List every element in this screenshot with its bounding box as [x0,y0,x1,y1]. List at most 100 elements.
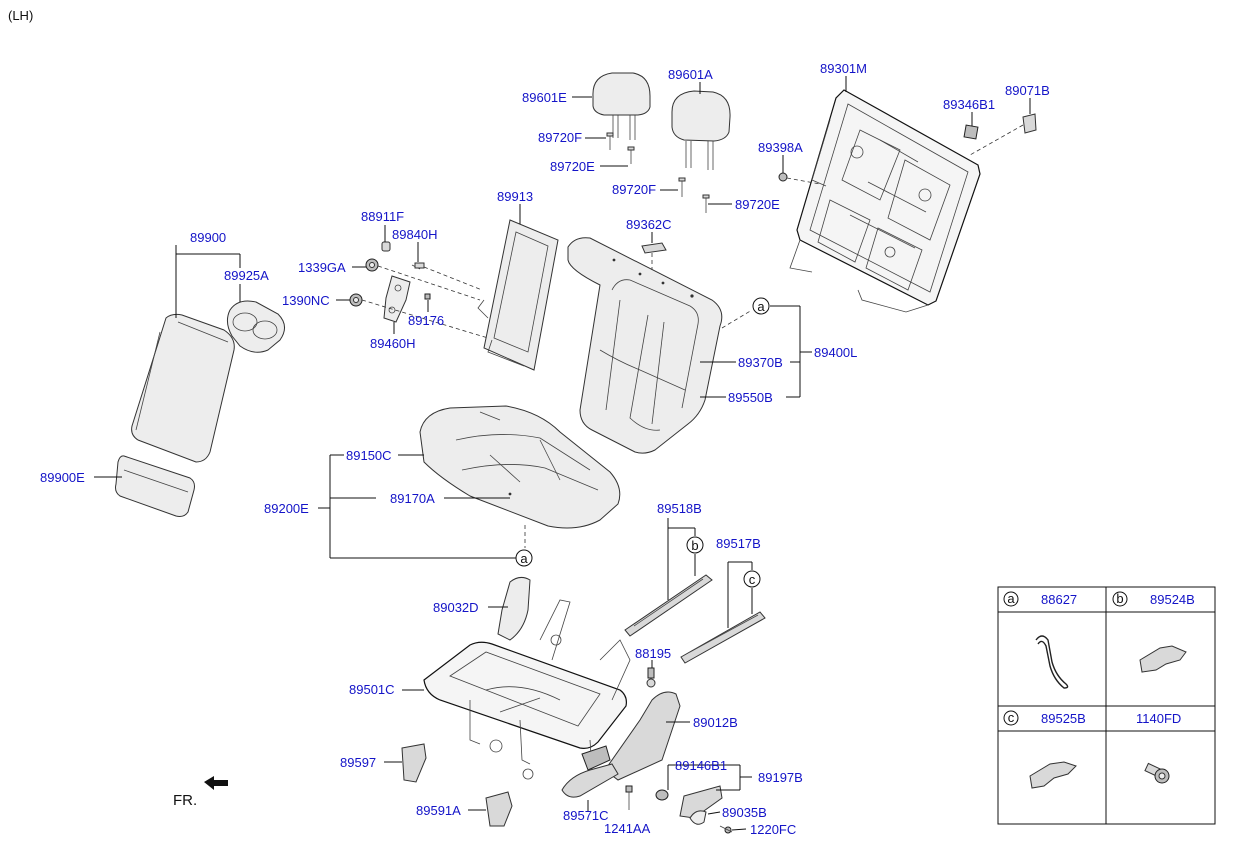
label-88911F: 88911F [361,209,404,224]
label-89460H: 89460H [370,336,416,351]
label-89370B: 89370B [738,355,783,370]
clip-b-icon [1139,645,1187,673]
svg-text:c: c [1008,710,1015,725]
seat-cushion [419,405,621,529]
svg-text:c: c [749,572,756,587]
svg-text:b: b [691,538,698,553]
label-89550B: 89550B [728,390,773,405]
label-89176: 89176 [408,313,444,328]
label-89913: 89913 [497,189,533,204]
label-89501C: 89501C [349,682,395,697]
label-89591A: 89591A [416,803,461,818]
label-89518B: 89518B [657,501,702,516]
label-89720F-a: 89720F [538,130,582,145]
rail-89517B [680,611,766,664]
label-89071B: 89071B [1005,83,1050,98]
legend-cell-b: b 89524B [1112,591,1195,673]
svg-text:a: a [757,299,765,314]
knob-89035B [689,810,707,825]
leader-lines [94,76,1031,831]
wire-clip-icon [1035,635,1069,689]
bolt-88195 [646,667,656,688]
hardware-small [349,241,431,307]
stud-dot [661,281,665,285]
label-89900: 89900 [190,230,226,245]
panel-89913 [477,219,559,371]
label-89012B: 89012B [693,715,738,730]
legend-cell-c: c 89525B [1003,710,1086,789]
stud-dot [690,294,694,298]
cover-89571C [561,745,619,798]
callout-b: b [686,536,704,554]
label-89517B: 89517B [716,536,761,551]
legend-cell-a: a 88627 [1003,591,1077,689]
label-1241AA: 1241AA [604,821,651,836]
stud-dot [638,272,642,276]
label-89032D: 89032D [433,600,479,615]
part-labels: 89601E 89601A 89301M 89071B 89346B1 8939… [40,61,1050,837]
svg-text:89525B: 89525B [1041,711,1086,726]
cap-89146B1 [655,789,669,801]
label-89571C: 89571C [563,808,609,823]
pad-89362C [641,242,667,254]
svg-text:b: b [1116,591,1123,606]
label-89301M: 89301M [820,61,867,76]
cupholder-89925A [226,300,285,353]
seat-back-cover [567,237,723,454]
label-1220FC: 1220FC [750,822,796,837]
clip-89346B1 [963,124,979,140]
screw-1220FC [719,825,733,834]
headrest-right [671,90,731,170]
label-89597: 89597 [340,755,376,770]
label-89601E: 89601E [522,90,567,105]
label-89720E-a: 89720E [550,159,595,174]
legend-table: a 88627 b 89524B c 89525B 1140FD [997,586,1216,825]
handle-89597 [401,743,427,783]
handle-89591A [485,791,513,827]
svg-text:a: a [520,551,528,566]
cover-89197B [679,785,723,819]
label-89601A: 89601A [668,67,713,82]
front-direction-arrow [204,776,228,790]
label-89900E: 89900E [40,470,85,485]
label-89150C: 89150C [346,448,392,463]
screw-1241AA [625,785,633,810]
label-1339GA: 1339GA [298,260,346,275]
seat-back-frame [789,89,981,313]
svg-text:89524B: 89524B [1150,592,1195,607]
label-89035B: 89035B [722,805,767,820]
label-89400L: 89400L [814,345,857,360]
stud-dot [612,258,616,262]
armrest-cover-89900E [115,455,195,517]
direction-label: FR. [173,792,197,809]
cap-89071B [1022,113,1037,134]
svg-text:1140FD: 1140FD [1136,711,1181,726]
svg-text:a: a [1007,591,1015,606]
label-89398A: 89398A [758,140,803,155]
label-89146B1: 89146B1 [675,758,727,773]
callout-c: c [743,570,761,588]
bracket-89460H [383,275,411,323]
label-88195: 88195 [635,646,671,661]
clip-c-icon [1029,761,1077,789]
label-89200E: 89200E [264,501,309,516]
rail-89518B [624,574,713,637]
label-89925A: 89925A [224,268,269,283]
label-89197B: 89197B [758,770,803,785]
nut-89398A [778,172,788,182]
headrest-guides [606,132,710,213]
side-label: (LH) [8,8,33,23]
seat-frame-89501C [423,599,631,780]
legend-cell-bolt: 1140FD [1136,711,1181,784]
label-89362C: 89362C [626,217,672,232]
stud-dot [508,492,512,496]
callout-a-seat: a [515,549,533,567]
callout-a-back: a [752,297,770,315]
label-89170A: 89170A [390,491,435,506]
label-89720E-b: 89720E [735,197,780,212]
label-89346B1: 89346B1 [943,97,995,112]
headrest-left [592,72,651,140]
svg-text:88627: 88627 [1041,592,1077,607]
label-89840H: 89840H [392,227,438,242]
